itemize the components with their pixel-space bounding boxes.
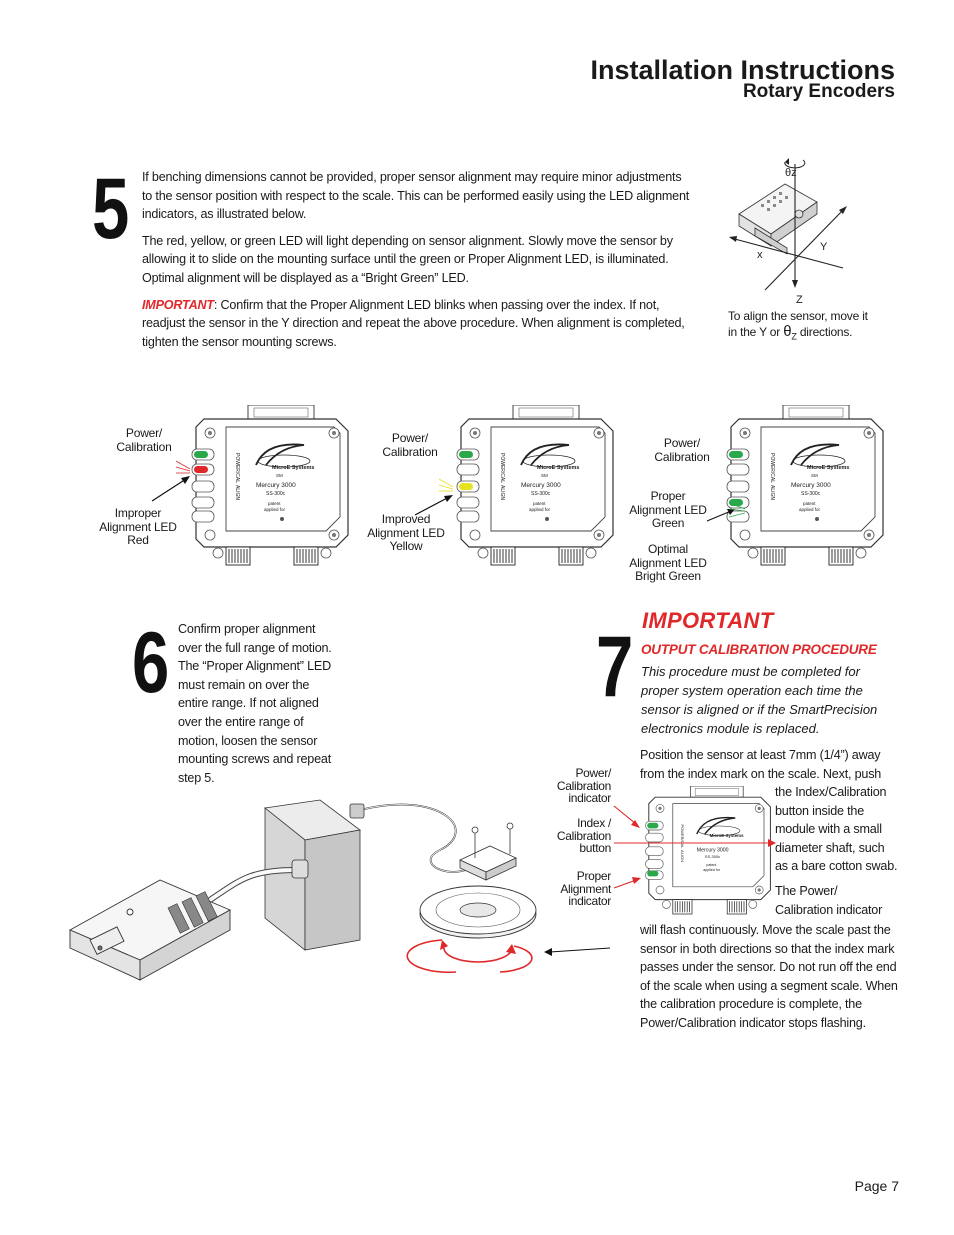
power-led (459, 451, 473, 458)
step-5-paragraph-3: IMPORTANT: Confirm that the Proper Align… (142, 297, 685, 349)
svg-text:Mercury 3000: Mercury 3000 (697, 848, 729, 854)
panel2-power-label: Power/ Calibration (382, 431, 438, 459)
step-7-number: 7 (596, 619, 634, 715)
page-subtitle: Rotary Encoders (742, 81, 895, 102)
theta-z-label: θz (785, 167, 797, 179)
panel1-arrows (151, 460, 191, 502)
panel2-alignment-label: Improved Alignment LED Yellow (367, 512, 445, 553)
panel3-optimal-label: Optimal Alignment LED Bright Green (629, 542, 707, 583)
panel1-alignment-label: Improper Alignment LED Red (99, 506, 177, 547)
svg-text:MicroE Systems: MicroE Systems (710, 833, 744, 838)
alignment-led-red (194, 466, 208, 473)
step7-index-label: Index / Calibration button (556, 816, 611, 855)
sensor-red-led-panel: POWER/CAL ALIGN MicroE Systems SM Mercur… (191, 405, 349, 566)
svg-text:applied for: applied for (264, 507, 286, 512)
step-7-text-bottom: will flash continuously. Move the scale … (640, 923, 898, 1030)
sensor-module-large (68, 879, 232, 981)
svg-text:MicroE Systems: MicroE Systems (272, 465, 315, 471)
step7-proper-label: Proper Alignment indicator (560, 869, 611, 908)
panel3-arrows (706, 502, 746, 522)
step-7-heading: IMPORTANT (642, 608, 774, 633)
sensor-module-sketch (738, 183, 818, 255)
axis-caption: To align the sensor, move it in the Y or… (728, 309, 868, 342)
step-7-italic-text: This procedure must be completed for pro… (641, 664, 878, 736)
step-5-number: 5 (92, 161, 130, 257)
svg-text:Mercury 3000: Mercury 3000 (791, 482, 831, 489)
page-title: Installation Instructions (590, 55, 895, 85)
svg-text:patent: patent (803, 501, 816, 506)
step-7-text-top: Position the sensor at least 7mm (1/4”) … (640, 748, 882, 781)
page-number: Page 7 (854, 1178, 899, 1194)
important-label: IMPORTANT (142, 297, 214, 312)
sensor-yellow-led-panel: POWER/CAL ALIGN MicroE Systems SM Mercur… (456, 405, 614, 566)
svg-text:POWER/CAL: POWER/CAL (769, 453, 775, 483)
svg-text:applied for: applied for (529, 507, 551, 512)
svg-text:SM: SM (541, 473, 548, 478)
step-5-paragraph-2: The red, yellow, or green LED will light… (142, 233, 673, 285)
y-axis-label: Y (820, 241, 828, 253)
svg-text:Mercury 3000: Mercury 3000 (521, 482, 561, 489)
z-axis-label: Z (796, 294, 803, 306)
step-7-text-side: the Index/Calibration button inside the … (775, 785, 898, 917)
svg-text:ALIGN: ALIGN (234, 485, 240, 500)
electronics-module-block (264, 799, 361, 951)
panel3-power-label: Power/ Calibration (654, 436, 710, 464)
alignment-led-yellow (459, 483, 473, 490)
rotary-scale-disk (419, 885, 537, 939)
svg-text:SS-300c: SS-300c (266, 491, 286, 497)
panel2-arrows (414, 478, 454, 516)
svg-text:Mercury 3000: Mercury 3000 (256, 482, 296, 489)
svg-text:SS-300c: SS-300c (801, 491, 821, 497)
proper-alignment-led (647, 870, 659, 877)
step-5-paragraph-1: If benching dimensions cannot be provide… (142, 170, 690, 222)
svg-text:patent: patent (533, 501, 546, 506)
svg-text:SS-300c: SS-300c (705, 854, 720, 859)
svg-text:patent: patent (706, 863, 716, 867)
svg-text:applied for: applied for (703, 868, 721, 872)
panel1-power-label: Power/ Calibration (116, 426, 172, 454)
power-calibration-led (647, 822, 659, 829)
svg-text:ALIGN: ALIGN (680, 850, 685, 862)
svg-text:patent: patent (268, 501, 281, 506)
step-7-subheading: OUTPUT CALIBRATION PROCEDURE (641, 642, 877, 657)
svg-text:ALIGN: ALIGN (499, 485, 505, 500)
step-6-number: 6 (132, 615, 170, 711)
step-5-text: If benching dimensions cannot be provide… (142, 168, 694, 359)
svg-text:SM: SM (811, 473, 818, 478)
svg-text:POWER/CAL: POWER/CAL (499, 453, 505, 483)
sensor-calibration-panel: POWER/CAL ALIGN MicroE Systems Mercury 3… (644, 786, 772, 915)
sensor-green-led-panel: POWER/CAL ALIGN MicroE Systems SM Mercur… (726, 405, 884, 566)
svg-text:MicroE Systems: MicroE Systems (537, 465, 580, 471)
svg-text:ALIGN: ALIGN (769, 485, 775, 500)
svg-text:POWER/CAL: POWER/CAL (680, 824, 685, 849)
x-axis-label: x (757, 249, 763, 261)
svg-text:applied for: applied for (799, 507, 821, 512)
step7-red-arrows (613, 805, 776, 889)
power-led (729, 451, 743, 458)
axis-alignment-figure: θz x Y Z (729, 158, 847, 306)
svg-text:SS-300c: SS-300c (531, 491, 551, 497)
power-led (194, 451, 208, 458)
step7-power-label: Power/ Calibration indicator (556, 766, 611, 805)
small-sensor (459, 822, 517, 881)
svg-text:POWER/CAL: POWER/CAL (234, 453, 240, 483)
system-illustration (68, 799, 611, 981)
svg-text:SM: SM (276, 473, 283, 478)
svg-text:MicroE Systems: MicroE Systems (807, 465, 850, 471)
step-6-text: Confirm proper alignment over the full r… (178, 622, 332, 785)
panel3-proper-label: Proper Alignment LED Green (629, 489, 707, 530)
